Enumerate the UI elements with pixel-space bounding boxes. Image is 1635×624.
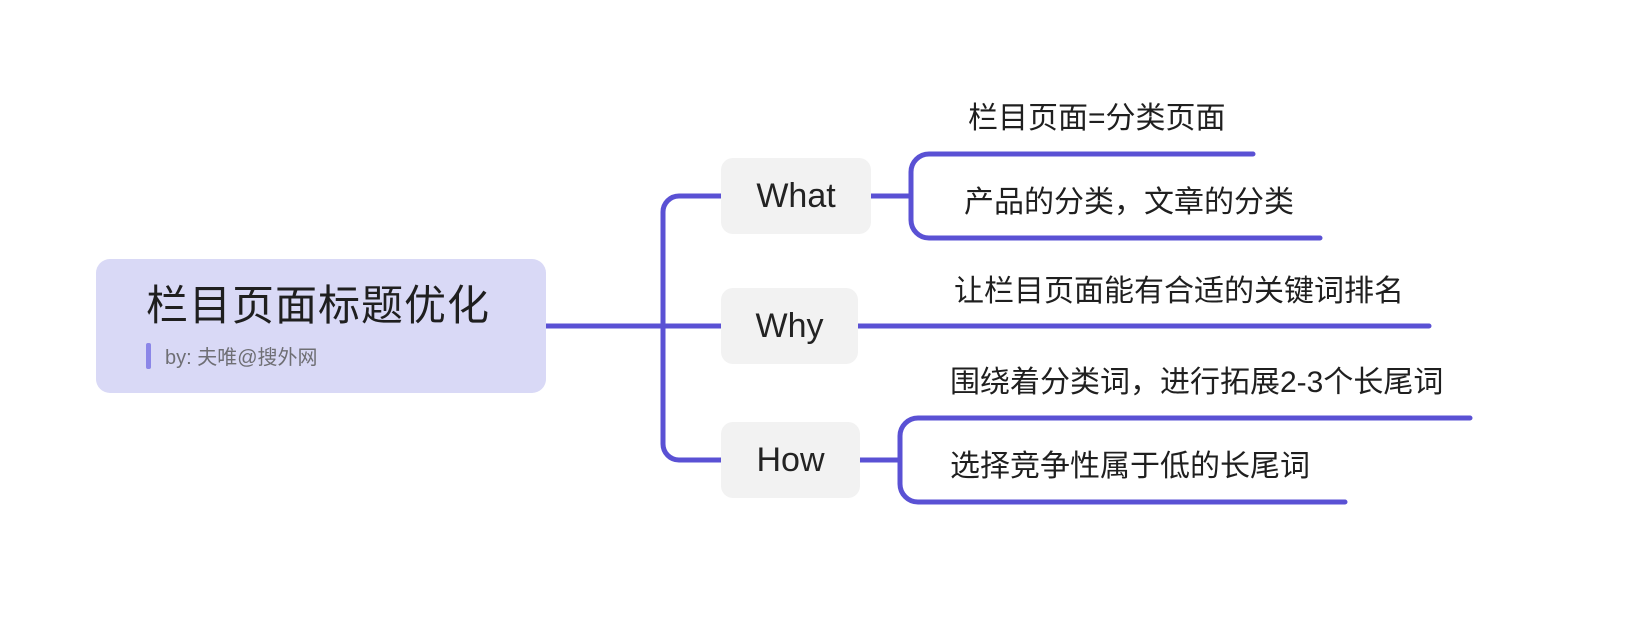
leaf-text: 围绕着分类词，进行拓展2-3个长尾词 bbox=[950, 366, 1444, 399]
leaf-text: 产品的分类，文章的分类 bbox=[964, 186, 1294, 219]
leaf-node-how-1[interactable]: 围绕着分类词，进行拓展2-3个长尾词 bbox=[950, 368, 1443, 398]
leaf-text: 栏目页面=分类页面 bbox=[968, 102, 1226, 135]
branch-label-why: Why bbox=[755, 306, 824, 345]
branch-label-what: What bbox=[756, 176, 836, 215]
root-node[interactable]: 栏目页面标题优化 by: 夫唯@搜外网 bbox=[96, 259, 546, 393]
leaf-node-why-1[interactable]: 让栏目页面能有合适的关键词排名 bbox=[954, 277, 1404, 307]
leaf-text: 选择竞争性属于低的长尾词 bbox=[950, 450, 1310, 483]
connector-trunk-bottom bbox=[660, 323, 726, 463]
root-subtitle-row: by: 夫唯@搜外网 bbox=[96, 341, 546, 370]
branch-node-why[interactable]: Why bbox=[721, 288, 858, 364]
branch-node-how[interactable]: How bbox=[721, 422, 860, 498]
leaf-node-what-1[interactable]: 栏目页面=分类页面 bbox=[968, 104, 1226, 134]
connector-trunk-top bbox=[660, 193, 726, 329]
leaf-node-how-2[interactable]: 选择竞争性属于低的长尾词 bbox=[950, 452, 1310, 482]
accent-bar-icon bbox=[146, 342, 151, 369]
branch-label-how: How bbox=[756, 440, 825, 479]
leaf-text: 让栏目页面能有合适的关键词排名 bbox=[954, 275, 1404, 308]
root-title: 栏目页面标题优化 bbox=[146, 282, 491, 329]
branch-node-what[interactable]: What bbox=[721, 158, 871, 234]
leaf-node-what-2[interactable]: 产品的分类，文章的分类 bbox=[964, 188, 1294, 218]
root-subtitle: by: 夫唯@搜外网 bbox=[165, 347, 318, 370]
